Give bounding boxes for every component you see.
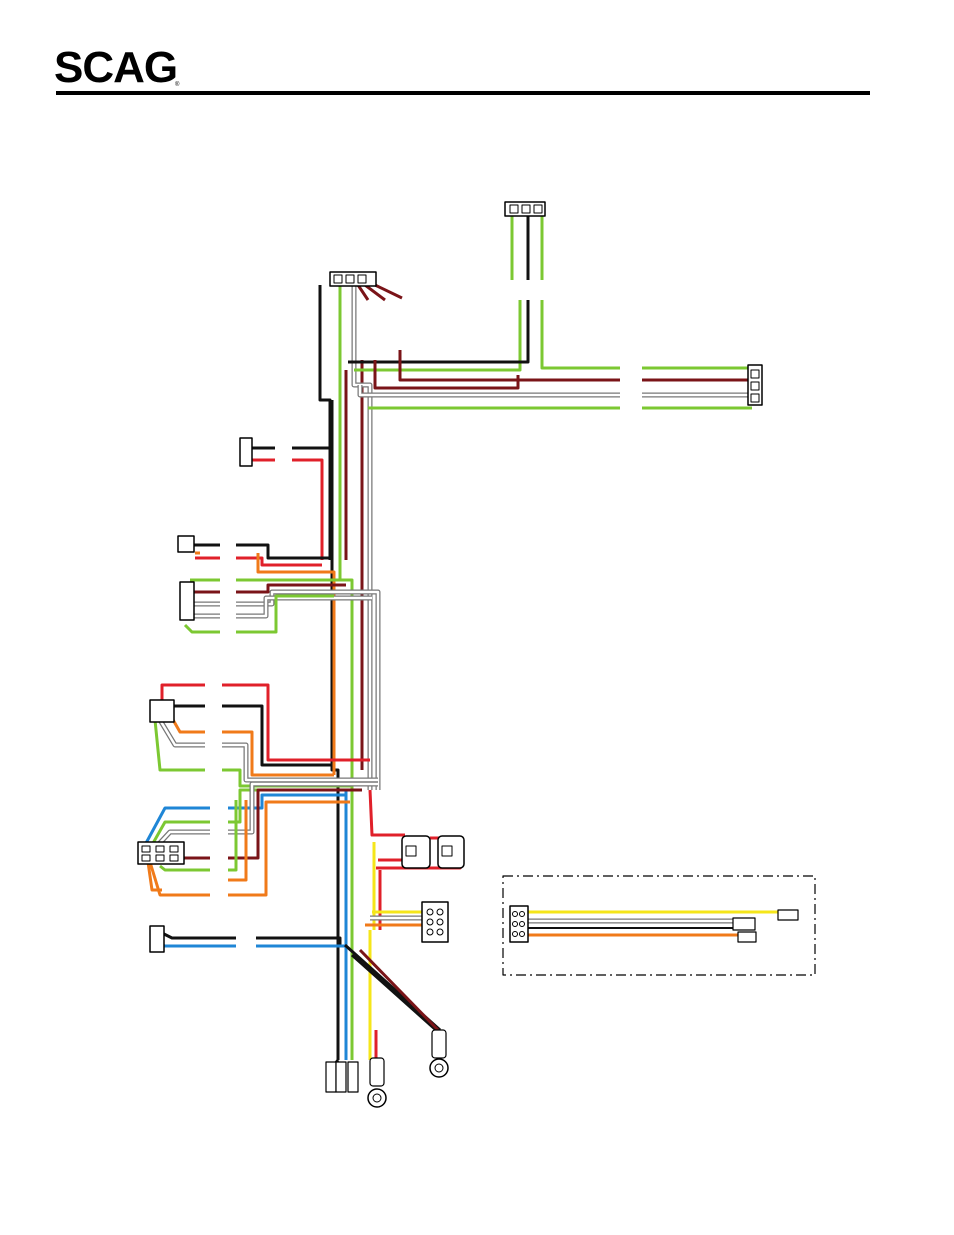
connector-top-right bbox=[505, 202, 545, 216]
inset-plug-yellow bbox=[778, 910, 798, 920]
wire-darkred-diag bbox=[360, 950, 438, 1030]
spade-terminals bbox=[326, 1062, 358, 1092]
inset-plug-orange bbox=[738, 932, 756, 942]
connector-left-3 bbox=[150, 685, 378, 786]
wire-darkred-branch bbox=[375, 360, 518, 388]
wire-green-tr-right bbox=[542, 300, 620, 368]
wire-red-relay bbox=[370, 790, 405, 835]
wire-white-l2b bbox=[192, 598, 372, 616]
main-trunk bbox=[320, 285, 370, 1060]
connector-small-upper-left bbox=[240, 438, 330, 560]
ring-terminal-left bbox=[368, 1058, 386, 1107]
ring-terminal-right bbox=[430, 1030, 448, 1077]
wire-yellow-inset bbox=[526, 912, 780, 916]
wire-blue-l5 bbox=[160, 940, 346, 946]
connector-left-4 bbox=[138, 784, 378, 895]
wire-black-l5 bbox=[160, 932, 340, 945]
relay-pair bbox=[370, 790, 464, 930]
bottom-terminals bbox=[326, 945, 448, 1107]
top-right-branch bbox=[348, 215, 752, 408]
wire-red-l3 bbox=[162, 685, 370, 760]
wire-black-tr-drop bbox=[348, 300, 528, 362]
inset-plug-white bbox=[733, 918, 755, 930]
connector-right bbox=[748, 365, 762, 405]
wire-white-l2b-outline bbox=[192, 598, 372, 616]
wire-black-ul bbox=[250, 448, 330, 560]
inset-connector bbox=[510, 906, 528, 942]
connector-left-5 bbox=[150, 926, 346, 952]
wire-green-tr-drop bbox=[354, 300, 520, 370]
wire-darkred-right bbox=[400, 350, 620, 380]
wire-black-diag-2 bbox=[352, 955, 436, 1030]
inset-box bbox=[503, 876, 815, 975]
connector-six-pin bbox=[365, 902, 448, 942]
